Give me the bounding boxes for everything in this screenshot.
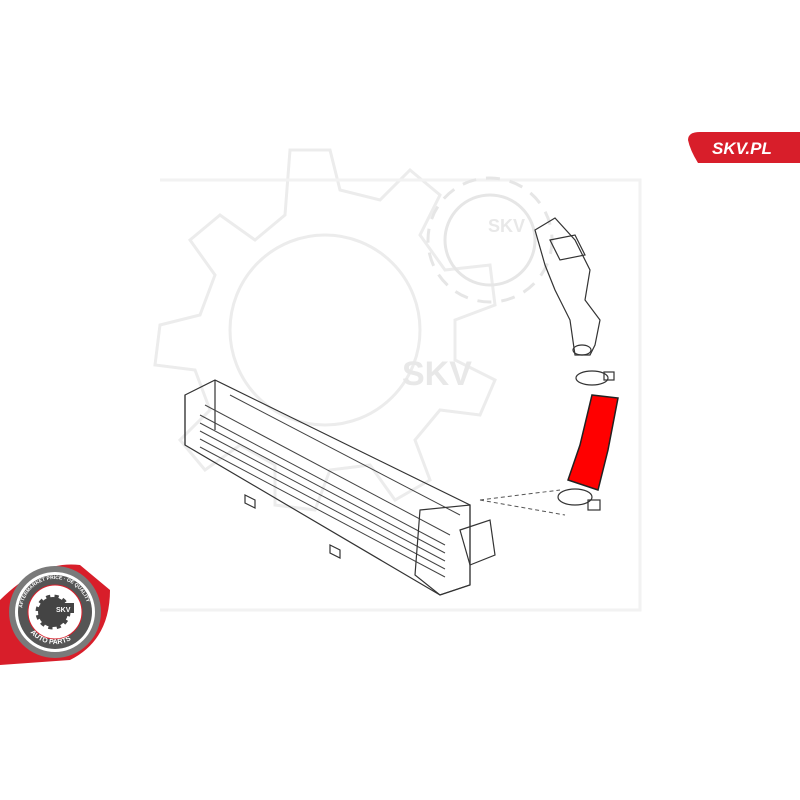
intercooler-drawing — [184, 379, 566, 596]
air-pipe-drawing — [534, 217, 601, 356]
watermark-gear-large — [153, 148, 642, 612]
badge-center-text: SKV — [56, 607, 71, 614]
watermark-gear-small — [426, 176, 554, 304]
brand-tab[interactable]: SKV.PL — [688, 132, 800, 163]
intercooler-hose-highlighted — [567, 394, 619, 491]
watermark-text-large: SKV — [402, 355, 472, 393]
brand-label: SKV.PL — [712, 139, 772, 158]
watermark-text-small: SKV — [488, 216, 525, 236]
hose-clamp-upper — [575, 370, 615, 386]
skv-badge-logo: SKV AFTERMARKET PRICE · OE QUALITY AUTO … — [0, 564, 110, 665]
hose-clamp-lower — [557, 488, 601, 511]
